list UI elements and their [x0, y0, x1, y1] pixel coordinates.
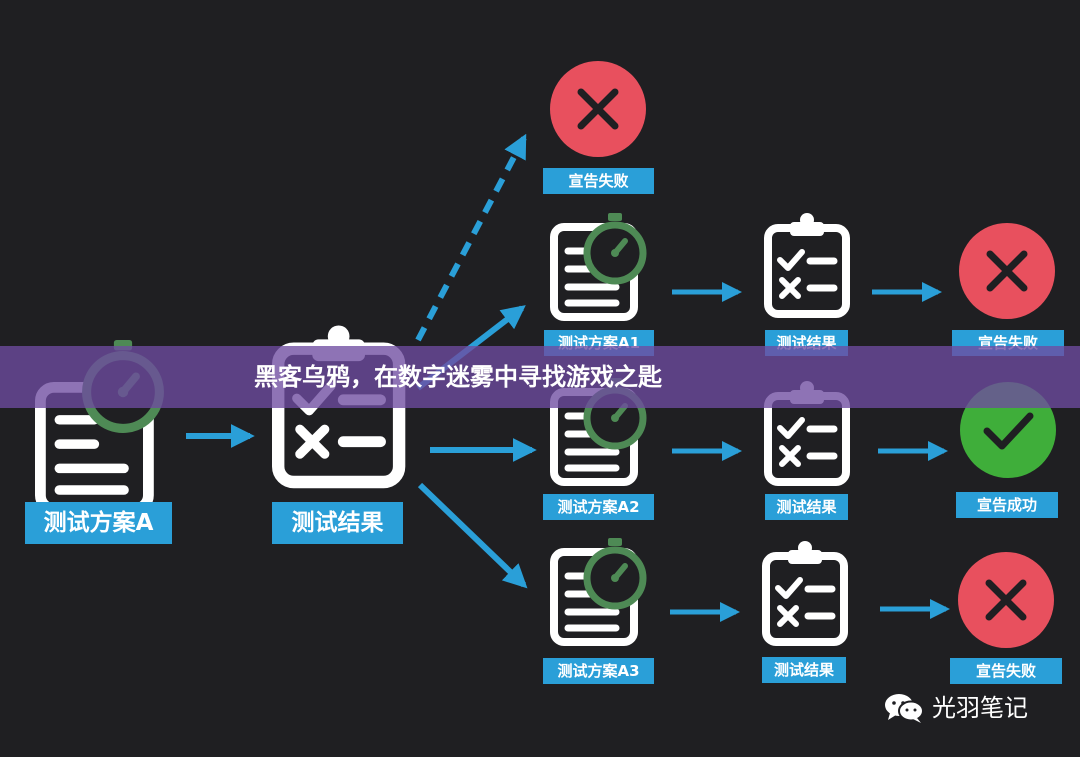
result-a2-label: 测试结果	[765, 494, 848, 520]
arrow-result-to-top-fail	[415, 133, 527, 342]
fail-a1-x-icon	[959, 223, 1055, 319]
top-fail-x-icon	[550, 61, 646, 157]
watermark-text: 光羽笔记	[932, 694, 1028, 722]
wechat-icon	[885, 694, 924, 723]
plan-a3-label: 测试方案A3	[543, 658, 654, 684]
result-a3-clipboard-icon	[766, 541, 844, 642]
watermark: 光羽笔记	[884, 690, 1028, 726]
result-a1-clipboard-icon	[768, 213, 846, 314]
main-result-label: 测试结果	[272, 502, 403, 544]
banner-title: 黑客乌鸦，在数字迷雾中寻找游戏之匙	[254, 363, 662, 391]
fail-a3-x-icon	[958, 552, 1054, 648]
arrow-result-to-plan-a3	[417, 482, 528, 589]
top-fail-label: 宣告失败	[543, 168, 654, 194]
plan-a-label: 测试方案A	[25, 502, 172, 544]
title-banner	[0, 346, 1080, 408]
plan-a2-label: 测试方案A2	[543, 494, 654, 520]
success-a2-label: 宣告成功	[956, 492, 1058, 518]
fail-a3-label: 宣告失败	[950, 658, 1062, 684]
result-a3-label: 测试结果	[762, 657, 846, 683]
